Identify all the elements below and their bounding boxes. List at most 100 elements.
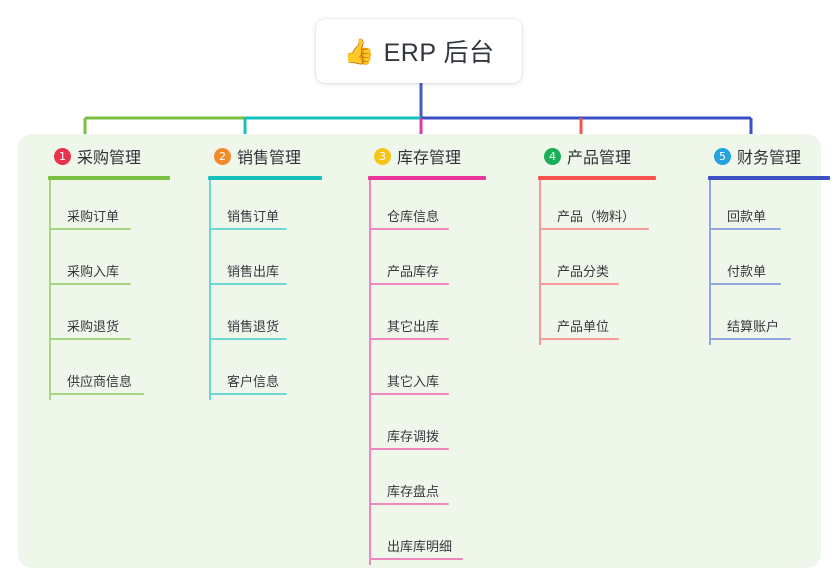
item-underline	[539, 338, 619, 340]
item-label: 产品分类	[557, 264, 610, 279]
branch-column-5: 5 财务管理回款单付款单结算账户	[696, 134, 839, 345]
item-label: 库存盘点	[387, 484, 440, 499]
branch-column-3: 3 库存管理仓库信息产品库存其它出库其它入库库存调拨库存盘点出库库明细	[356, 134, 516, 565]
item-label: 出库库明细	[387, 539, 453, 554]
item-underline	[49, 283, 131, 285]
item-label: 仓库信息	[387, 209, 440, 224]
item-spine	[369, 290, 371, 345]
list-item[interactable]: 出库库明细	[356, 510, 516, 565]
branch-title: 财务管理	[737, 150, 802, 167]
list-item[interactable]: 产品分类	[526, 235, 686, 290]
branch-item-list: 回款单付款单结算账户	[696, 180, 839, 345]
item-underline	[709, 228, 781, 230]
item-label: 产品（物料）	[557, 209, 636, 224]
list-item[interactable]: 仓库信息	[356, 180, 516, 235]
thumbs-up-icon: 👍	[343, 37, 375, 66]
item-spine	[369, 235, 371, 290]
item-label: 销售出库	[227, 264, 280, 279]
item-underline	[209, 393, 287, 395]
root-node[interactable]: 👍 ERP 后台	[316, 19, 522, 83]
list-item[interactable]: 产品单位	[526, 290, 686, 345]
list-item[interactable]: 销售退货	[196, 290, 356, 345]
branch-item-list: 销售订单销售出库销售退货客户信息	[196, 180, 356, 400]
branch-underline	[208, 176, 322, 180]
item-underline	[49, 228, 131, 230]
item-spine	[209, 235, 211, 290]
branch-title: 产品管理	[567, 150, 632, 167]
branch-header-2[interactable]: 2 销售管理	[196, 134, 356, 178]
root-title: ERP 后台	[383, 39, 495, 67]
item-spine	[709, 180, 711, 235]
item-label: 其它出库	[387, 319, 440, 334]
branch-title: 销售管理	[237, 150, 302, 167]
list-item[interactable]: 采购退货	[36, 290, 196, 345]
branch-underline	[708, 176, 830, 180]
item-underline	[209, 228, 287, 230]
item-label: 销售退货	[227, 319, 280, 334]
list-item[interactable]: 销售出库	[196, 235, 356, 290]
item-underline	[369, 558, 463, 560]
branch-underline	[368, 176, 486, 180]
item-underline	[539, 283, 619, 285]
item-spine	[49, 235, 51, 290]
branch-number-badge: 2	[214, 147, 231, 165]
item-spine	[709, 290, 711, 345]
item-spine	[539, 290, 541, 345]
item-underline	[709, 338, 791, 340]
item-spine	[209, 180, 211, 235]
item-underline	[709, 283, 781, 285]
list-item[interactable]: 客户信息	[196, 345, 356, 400]
item-spine	[49, 345, 51, 400]
item-label: 其它入库	[387, 374, 440, 389]
item-label: 回款单	[727, 209, 767, 224]
item-label: 结算账户	[727, 319, 780, 334]
item-label: 采购订单	[67, 209, 120, 224]
item-spine	[369, 510, 371, 565]
item-label: 客户信息	[227, 374, 280, 389]
item-underline	[539, 228, 649, 230]
branch-number-badge: 5	[714, 147, 731, 165]
item-label: 产品单位	[557, 319, 610, 334]
list-item[interactable]: 供应商信息	[36, 345, 196, 400]
list-item[interactable]: 其它出库	[356, 290, 516, 345]
list-item[interactable]: 采购订单	[36, 180, 196, 235]
item-spine	[209, 345, 211, 400]
branch-title: 库存管理	[397, 150, 462, 167]
branch-number-badge: 1	[54, 147, 71, 165]
item-spine	[709, 235, 711, 290]
item-underline	[369, 393, 449, 395]
list-item[interactable]: 库存调拨	[356, 400, 516, 455]
list-item[interactable]: 结算账户	[696, 290, 839, 345]
branch-item-list: 产品（物料） 产品分类产品单位	[526, 180, 686, 345]
item-underline	[369, 228, 449, 230]
list-item[interactable]: 其它入库	[356, 345, 516, 400]
list-item[interactable]: 库存盘点	[356, 455, 516, 510]
item-underline	[369, 338, 449, 340]
item-spine	[369, 455, 371, 510]
list-item[interactable]: 产品库存	[356, 235, 516, 290]
item-label: 付款单	[727, 264, 767, 279]
list-item[interactable]: 付款单	[696, 235, 839, 290]
item-underline	[369, 503, 449, 505]
item-underline	[209, 338, 287, 340]
branch-number-badge: 3	[374, 147, 391, 165]
branch-header-5[interactable]: 5 财务管理	[696, 134, 839, 178]
list-item[interactable]: 销售订单	[196, 180, 356, 235]
list-item[interactable]: 采购入库	[36, 235, 196, 290]
item-spine	[369, 180, 371, 235]
branch-underline	[48, 176, 170, 180]
item-label: 库存调拨	[387, 429, 440, 444]
list-item[interactable]: 回款单	[696, 180, 839, 235]
item-label: 供应商信息	[67, 374, 133, 389]
item-spine	[49, 180, 51, 235]
list-item[interactable]: 产品（物料）	[526, 180, 686, 235]
item-underline	[209, 283, 287, 285]
branch-item-list: 仓库信息产品库存其它出库其它入库库存调拨库存盘点出库库明细	[356, 180, 516, 565]
branch-item-list: 采购订单采购入库采购退货供应商信息	[36, 180, 196, 400]
branch-header-3[interactable]: 3 库存管理	[356, 134, 516, 178]
